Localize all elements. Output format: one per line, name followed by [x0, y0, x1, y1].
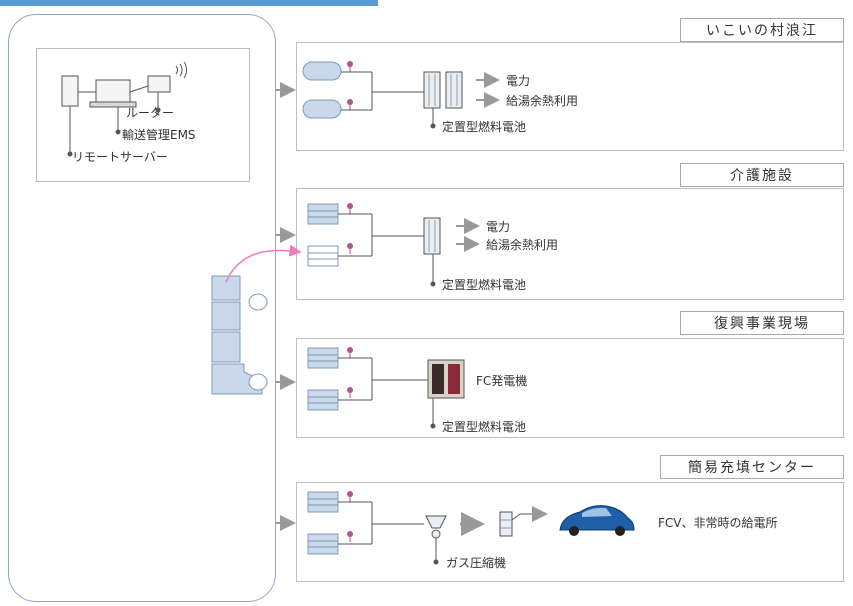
site-panel-ikoi: [296, 42, 844, 151]
site1-equipment: [302, 61, 500, 129]
site4-compressor-label: ガス圧縮機: [446, 556, 507, 570]
fcv-car-icon: [559, 505, 635, 536]
site2-device-label: 定置型燃料電池: [442, 278, 527, 292]
connector-arrows: [276, 82, 296, 531]
site3-generator-label: FC発電機: [476, 374, 528, 388]
site-title-ikoi: いこいの村浪江: [680, 18, 844, 42]
site-panel-kaigo: [296, 188, 844, 300]
site4-equipment: [307, 491, 548, 565]
laptop-icon: [78, 79, 137, 135]
site-title-center: 簡易充填センター: [660, 455, 844, 479]
remote-server-icon: [61, 75, 79, 157]
hydrogen-truck-icon: [211, 275, 268, 395]
site-title-kaigo: 介護施設: [680, 163, 844, 187]
router-icon: [129, 61, 188, 113]
router-label: ルーター: [126, 106, 175, 120]
site3-device-label: 定置型燃料電池: [442, 420, 527, 434]
site4-fcv-label: FCV、非常時の給電所: [658, 516, 778, 530]
site1-heat-label: 給湯余熱利用: [506, 94, 579, 108]
site2-equipment: [307, 203, 480, 287]
site2-heat-label: 給湯余熱利用: [486, 238, 559, 252]
site1-device-label: 定置型燃料電池: [442, 120, 527, 134]
site2-power-label: 電力: [486, 220, 511, 234]
site3-equipment: [307, 347, 465, 429]
site-panel-fukko: [296, 338, 844, 438]
top-accent-bar: [0, 0, 378, 6]
site1-power-label: 電力: [506, 74, 531, 88]
remote-server-label: リモートサーバー: [72, 150, 168, 164]
transport-frame: [8, 14, 276, 602]
ems-label: 輸送管理EMS: [122, 128, 196, 142]
link-arrow: [225, 244, 302, 283]
server-panel: [36, 48, 250, 182]
site-title-fukko: 復興事業現場: [680, 311, 844, 335]
